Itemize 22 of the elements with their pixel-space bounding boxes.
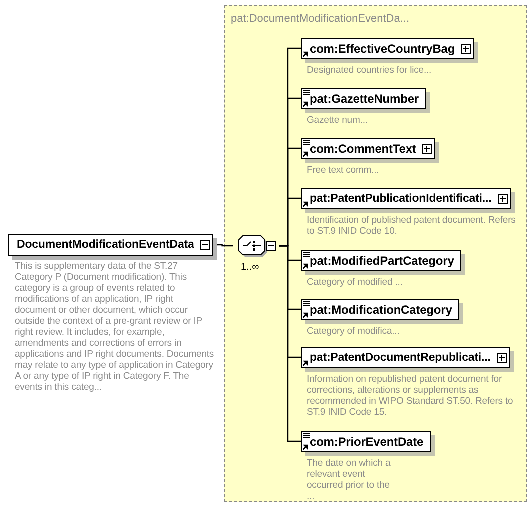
description-text: Identification of published patent document. Refers to ST.9 INID Code 10. bbox=[307, 215, 517, 237]
group-title: pat:DocumentModificationEventDa... bbox=[231, 13, 410, 25]
description-text: Information on republished patent document for corrections, alterations or supplements as recommended in WIPO Standard ST.50. Refers to ST.9 INID Code 15. bbox=[307, 374, 514, 418]
description-text: Gazette num... bbox=[307, 115, 369, 126]
group-container bbox=[224, 5, 527, 502]
element-name: pat:ModificationCategory bbox=[310, 302, 452, 316]
description-text: This is supplementary data of the ST.27 Category P (Document modification). This category is a group of events related to modifications of an application, IP right document or other document, which occur outside the context of a pre-grant review or IP right review. It includes, for example, amendments and corrections of errors in applications and IP right documents. Documents may relate to any type of application in Category A or any type of IP right in Category F. The events in this categ... bbox=[15, 261, 215, 393]
element-name: com:CommentText bbox=[310, 142, 416, 156]
element-name: DocumentModificationEventData bbox=[17, 239, 194, 251]
element-name: pat:GazetteNumber bbox=[310, 92, 419, 106]
description-text: The date on which a relevant event occurred prior to the ... bbox=[307, 458, 392, 502]
element-name: com:EffectiveCountryBag bbox=[310, 42, 456, 56]
connector-line bbox=[279, 245, 301, 442]
description-text: Free text comm... bbox=[307, 165, 380, 176]
element-name: pat:PatentPublicationIdentificati... bbox=[310, 192, 492, 204]
description-text: Category of modified ... bbox=[307, 277, 404, 288]
element-name: pat:ModifiedPartCategory bbox=[310, 254, 454, 268]
element-name: com:PriorEventDate bbox=[310, 434, 424, 448]
cardinality-label: 1..∞ bbox=[241, 262, 260, 273]
description-text: Designated countries for lice... bbox=[307, 65, 433, 76]
element-name: pat:PatentDocumentRepublicati... bbox=[310, 352, 491, 364]
description-text: Category of modifica... bbox=[307, 326, 401, 337]
